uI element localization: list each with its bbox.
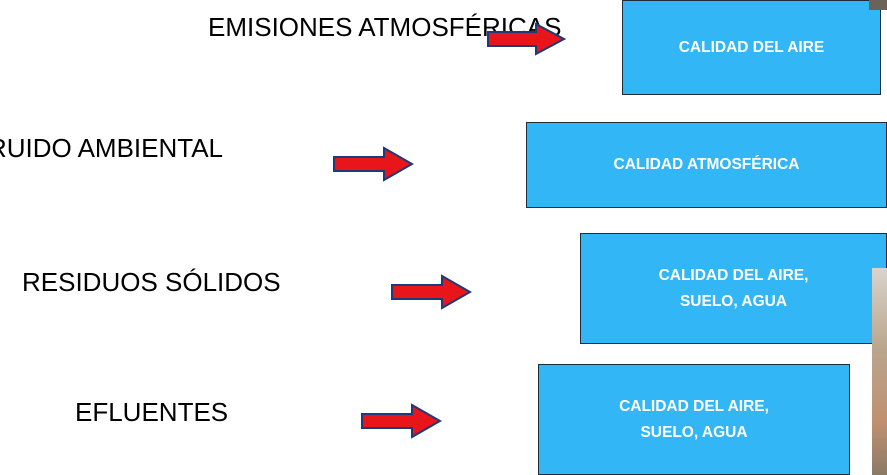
impact-box-line-1: CALIDAD DEL AIRE,: [658, 266, 809, 284]
arrow-right-icon: [391, 274, 472, 310]
photo-fragment-top: [869, 0, 887, 10]
source-label-efluentes: EFLUENTES: [75, 397, 229, 427]
source-label-ruido: RUIDO AMBIENTAL: [0, 133, 224, 163]
arrow-right-icon: [361, 403, 442, 439]
photo-fragment-bottom: [872, 268, 887, 475]
impact-box-line-2: SUELO, AGUA: [679, 292, 788, 310]
impact-box-aire-suelo-agua: CALIDAD DEL AIRE, SUELO, AGUA: [580, 233, 887, 344]
impact-box-calidad-del-aire: CALIDAD DEL AIRE: [622, 0, 881, 95]
impact-box-calidad-atmosferica: CALIDAD ATMOSFÉRICA: [526, 122, 887, 208]
impact-box-line-1: CALIDAD DEL AIRE,: [619, 397, 769, 415]
arrow-right-icon: [487, 22, 566, 56]
impact-box-aire-suelo-agua-2: CALIDAD DEL AIRE, SUELO, AGUA: [538, 364, 850, 475]
arrow-right-icon: [333, 146, 414, 182]
impact-box-line-1: CALIDAD ATMOSFÉRICA: [613, 156, 800, 173]
source-label-residuos: RESIDUOS SÓLIDOS: [22, 267, 281, 297]
impact-box-line-1: CALIDAD DEL AIRE: [678, 38, 825, 56]
impact-box-line-2: SUELO, AGUA: [640, 423, 748, 441]
